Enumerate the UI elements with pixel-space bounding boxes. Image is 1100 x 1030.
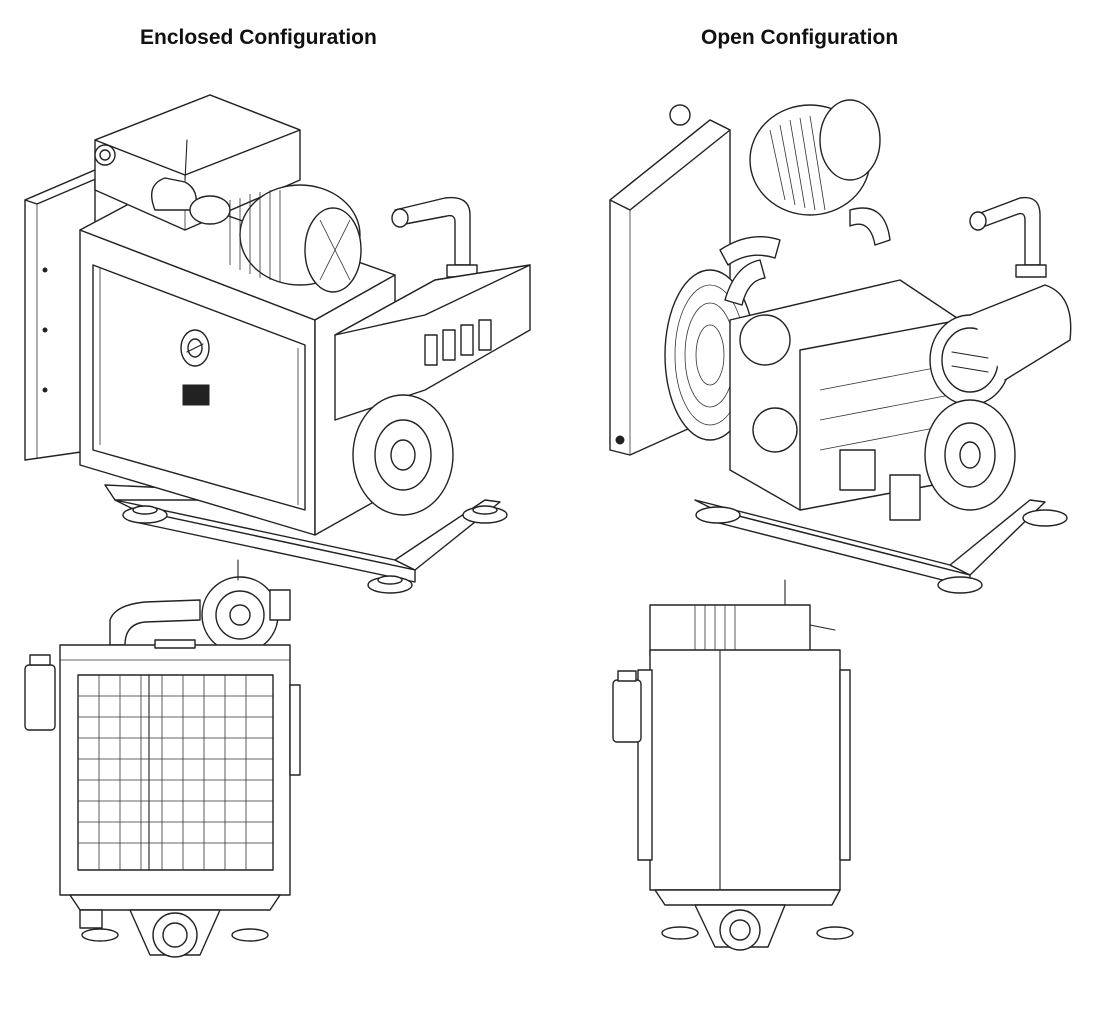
flywheel-housing: [352, 394, 454, 516]
air-cleaner-top: [109, 559, 291, 654]
open-configuration-title: Open Configuration: [701, 26, 899, 49]
mounting-feet: [122, 505, 508, 594]
open-isometric-view: [609, 99, 1072, 594]
enclosed-front-view: [24, 559, 301, 958]
intake-elbow: [151, 139, 231, 225]
open-front-view: [612, 579, 854, 951]
intake-hoses: [719, 207, 891, 306]
grille-grid: [78, 674, 273, 871]
air-cleaner: [749, 99, 881, 216]
muffler: [929, 284, 1072, 406]
side-panel-right: [289, 684, 301, 776]
flywheel-housing: [924, 399, 1016, 511]
top-air-intake-box: [94, 94, 301, 231]
air-cleaner: [229, 184, 362, 293]
air-cleaner-top: [649, 579, 836, 656]
door-latch: [180, 329, 210, 367]
mounting-feet: [695, 506, 1068, 594]
coolant-tank: [24, 654, 56, 731]
base-and-feet: [654, 889, 854, 951]
enclosed-configuration-title: Enclosed Configuration: [140, 26, 377, 49]
front-grille-panel: [59, 639, 291, 896]
muffler-enclosure: [334, 264, 531, 421]
enclosed-isometric-view: [24, 94, 531, 594]
engine-block: [729, 279, 961, 521]
exhaust-stack: [969, 196, 1047, 278]
exhaust-stack: [391, 196, 478, 278]
engine-body: [637, 649, 851, 891]
base-and-feet: [69, 894, 281, 958]
nameplate: [182, 384, 210, 406]
coolant-tank: [612, 670, 642, 743]
skid-base: [694, 499, 1046, 588]
